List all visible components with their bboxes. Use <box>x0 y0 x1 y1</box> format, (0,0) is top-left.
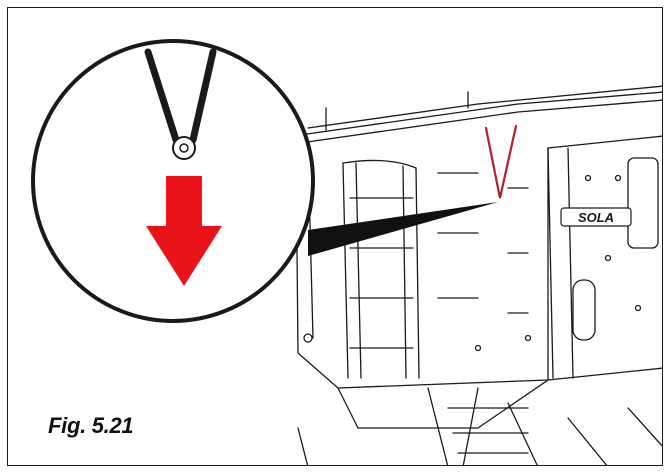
machine-illustration: SOLA <box>31 39 662 465</box>
figure-frame: SOLA Fig. 5.21 <box>7 7 663 466</box>
brand-logo-text: SOLA <box>578 210 614 225</box>
figure-caption: Fig. 5.21 <box>48 413 134 438</box>
brand-logo: SOLA <box>560 207 632 227</box>
zoom-detail-circle <box>31 39 315 323</box>
hopper-front-face <box>295 145 549 389</box>
down-arrow-icon <box>146 176 222 286</box>
ladder <box>342 159 420 379</box>
strap-detail-icon <box>144 48 217 160</box>
strap-highlight <box>484 124 518 199</box>
zoom-connector <box>308 202 498 256</box>
hopper-top-edge <box>292 91 662 137</box>
